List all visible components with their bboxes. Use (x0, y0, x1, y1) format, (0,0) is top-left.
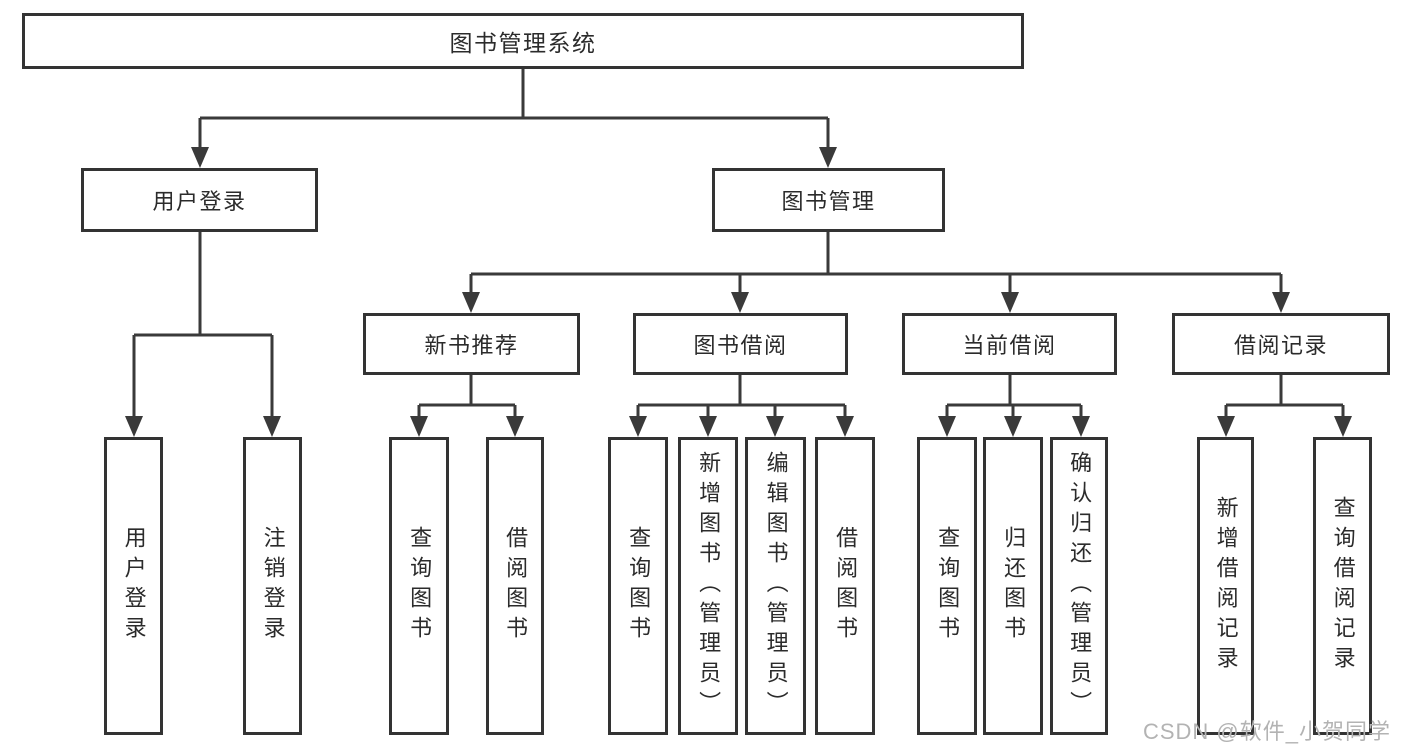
leaf-query-borrowing-record: 查询借阅记录 (1313, 437, 1372, 735)
node-label: 图书借阅 (693, 333, 788, 358)
arrowhead (263, 416, 281, 437)
connector-root-to-level2 (191, 69, 837, 168)
node-label: 查询图书 (407, 526, 433, 646)
arrowhead (938, 416, 956, 437)
node-label: 用户登录 (152, 189, 247, 214)
arrowhead (1004, 416, 1022, 437)
arrowhead (1072, 416, 1090, 437)
node-library-management-system: 图书管理系统 (22, 13, 1024, 69)
csdn-watermark: CSDN @软件_小贺同学 (1142, 719, 1391, 744)
node-label: 用户登录 (121, 526, 147, 646)
arrowhead (1001, 292, 1019, 313)
leaf-add-borrowing-record: 新增借阅记录 (1197, 437, 1254, 735)
node-label: 编辑图书（管理员） (763, 451, 789, 721)
node-label: 借阅图书 (503, 526, 529, 646)
node-user-login: 用户登录 (81, 168, 318, 232)
node-current-borrowing: 当前借阅 (902, 313, 1117, 375)
node-label: 查询图书 (626, 526, 652, 646)
leaf-confirm-return-admin: 确认归还（管理员） (1050, 437, 1108, 735)
connector-current-borrowing-to-leaves (938, 375, 1090, 437)
connector-borrowing-records-to-leaves (1217, 375, 1352, 437)
leaf-user-login: 用户登录 (104, 437, 163, 735)
arrowhead (819, 147, 837, 168)
node-label: 查询借阅记录 (1330, 496, 1356, 676)
node-label: 图书管理系统 (449, 30, 597, 56)
arrowhead (836, 416, 854, 437)
arrowhead (766, 416, 784, 437)
arrowhead (731, 292, 749, 313)
node-label: 借阅记录 (1233, 333, 1328, 358)
connector-new-book-recommendation-to-leaves (410, 375, 524, 437)
leaf-logout: 注销登录 (243, 437, 302, 735)
node-borrowing-records: 借阅记录 (1172, 313, 1390, 375)
leaf-edit-books-admin: 编辑图书（管理员） (745, 437, 806, 735)
leaf-query-books-borrowing: 查询图书 (608, 437, 668, 735)
arrowhead (125, 416, 143, 437)
leaf-return-books: 归还图书 (983, 437, 1043, 735)
node-book-borrowing: 图书借阅 (633, 313, 848, 375)
arrowhead (699, 416, 717, 437)
arrowhead (1272, 292, 1290, 313)
connector-book-management-to-level3 (462, 232, 1290, 313)
leaf-query-books-recommendation: 查询图书 (389, 437, 449, 735)
node-label: 确认归还（管理员） (1067, 451, 1093, 721)
node-new-book-recommendation: 新书推荐 (363, 313, 580, 375)
connector-user-login-to-leaves (125, 232, 281, 437)
arrowhead (462, 292, 480, 313)
node-label: 借阅图书 (833, 526, 859, 646)
node-book-management: 图书管理 (712, 168, 945, 232)
leaf-add-books-admin: 新增图书（管理员） (678, 437, 738, 735)
node-label: 新增图书（管理员） (696, 451, 722, 721)
arrowhead (1334, 416, 1352, 437)
node-label: 图书管理 (781, 189, 876, 214)
leaf-borrow-books-borrowing: 借阅图书 (815, 437, 875, 735)
connector-book-borrowing-to-leaves (629, 375, 854, 437)
node-label: 新书推荐 (424, 333, 519, 358)
leaf-query-books-current: 查询图书 (917, 437, 977, 735)
arrowhead (1217, 416, 1235, 437)
arrowhead (191, 147, 209, 168)
node-label: 当前借阅 (962, 333, 1057, 358)
node-label: 新增借阅记录 (1213, 496, 1239, 676)
leaf-borrow-books-recommendation: 借阅图书 (486, 437, 544, 735)
node-label: 注销登录 (260, 526, 286, 646)
arrowhead (410, 416, 428, 437)
arrowhead (629, 416, 647, 437)
node-label: 查询图书 (935, 526, 961, 646)
arrowhead (506, 416, 524, 437)
node-label: 归还图书 (1001, 526, 1027, 646)
